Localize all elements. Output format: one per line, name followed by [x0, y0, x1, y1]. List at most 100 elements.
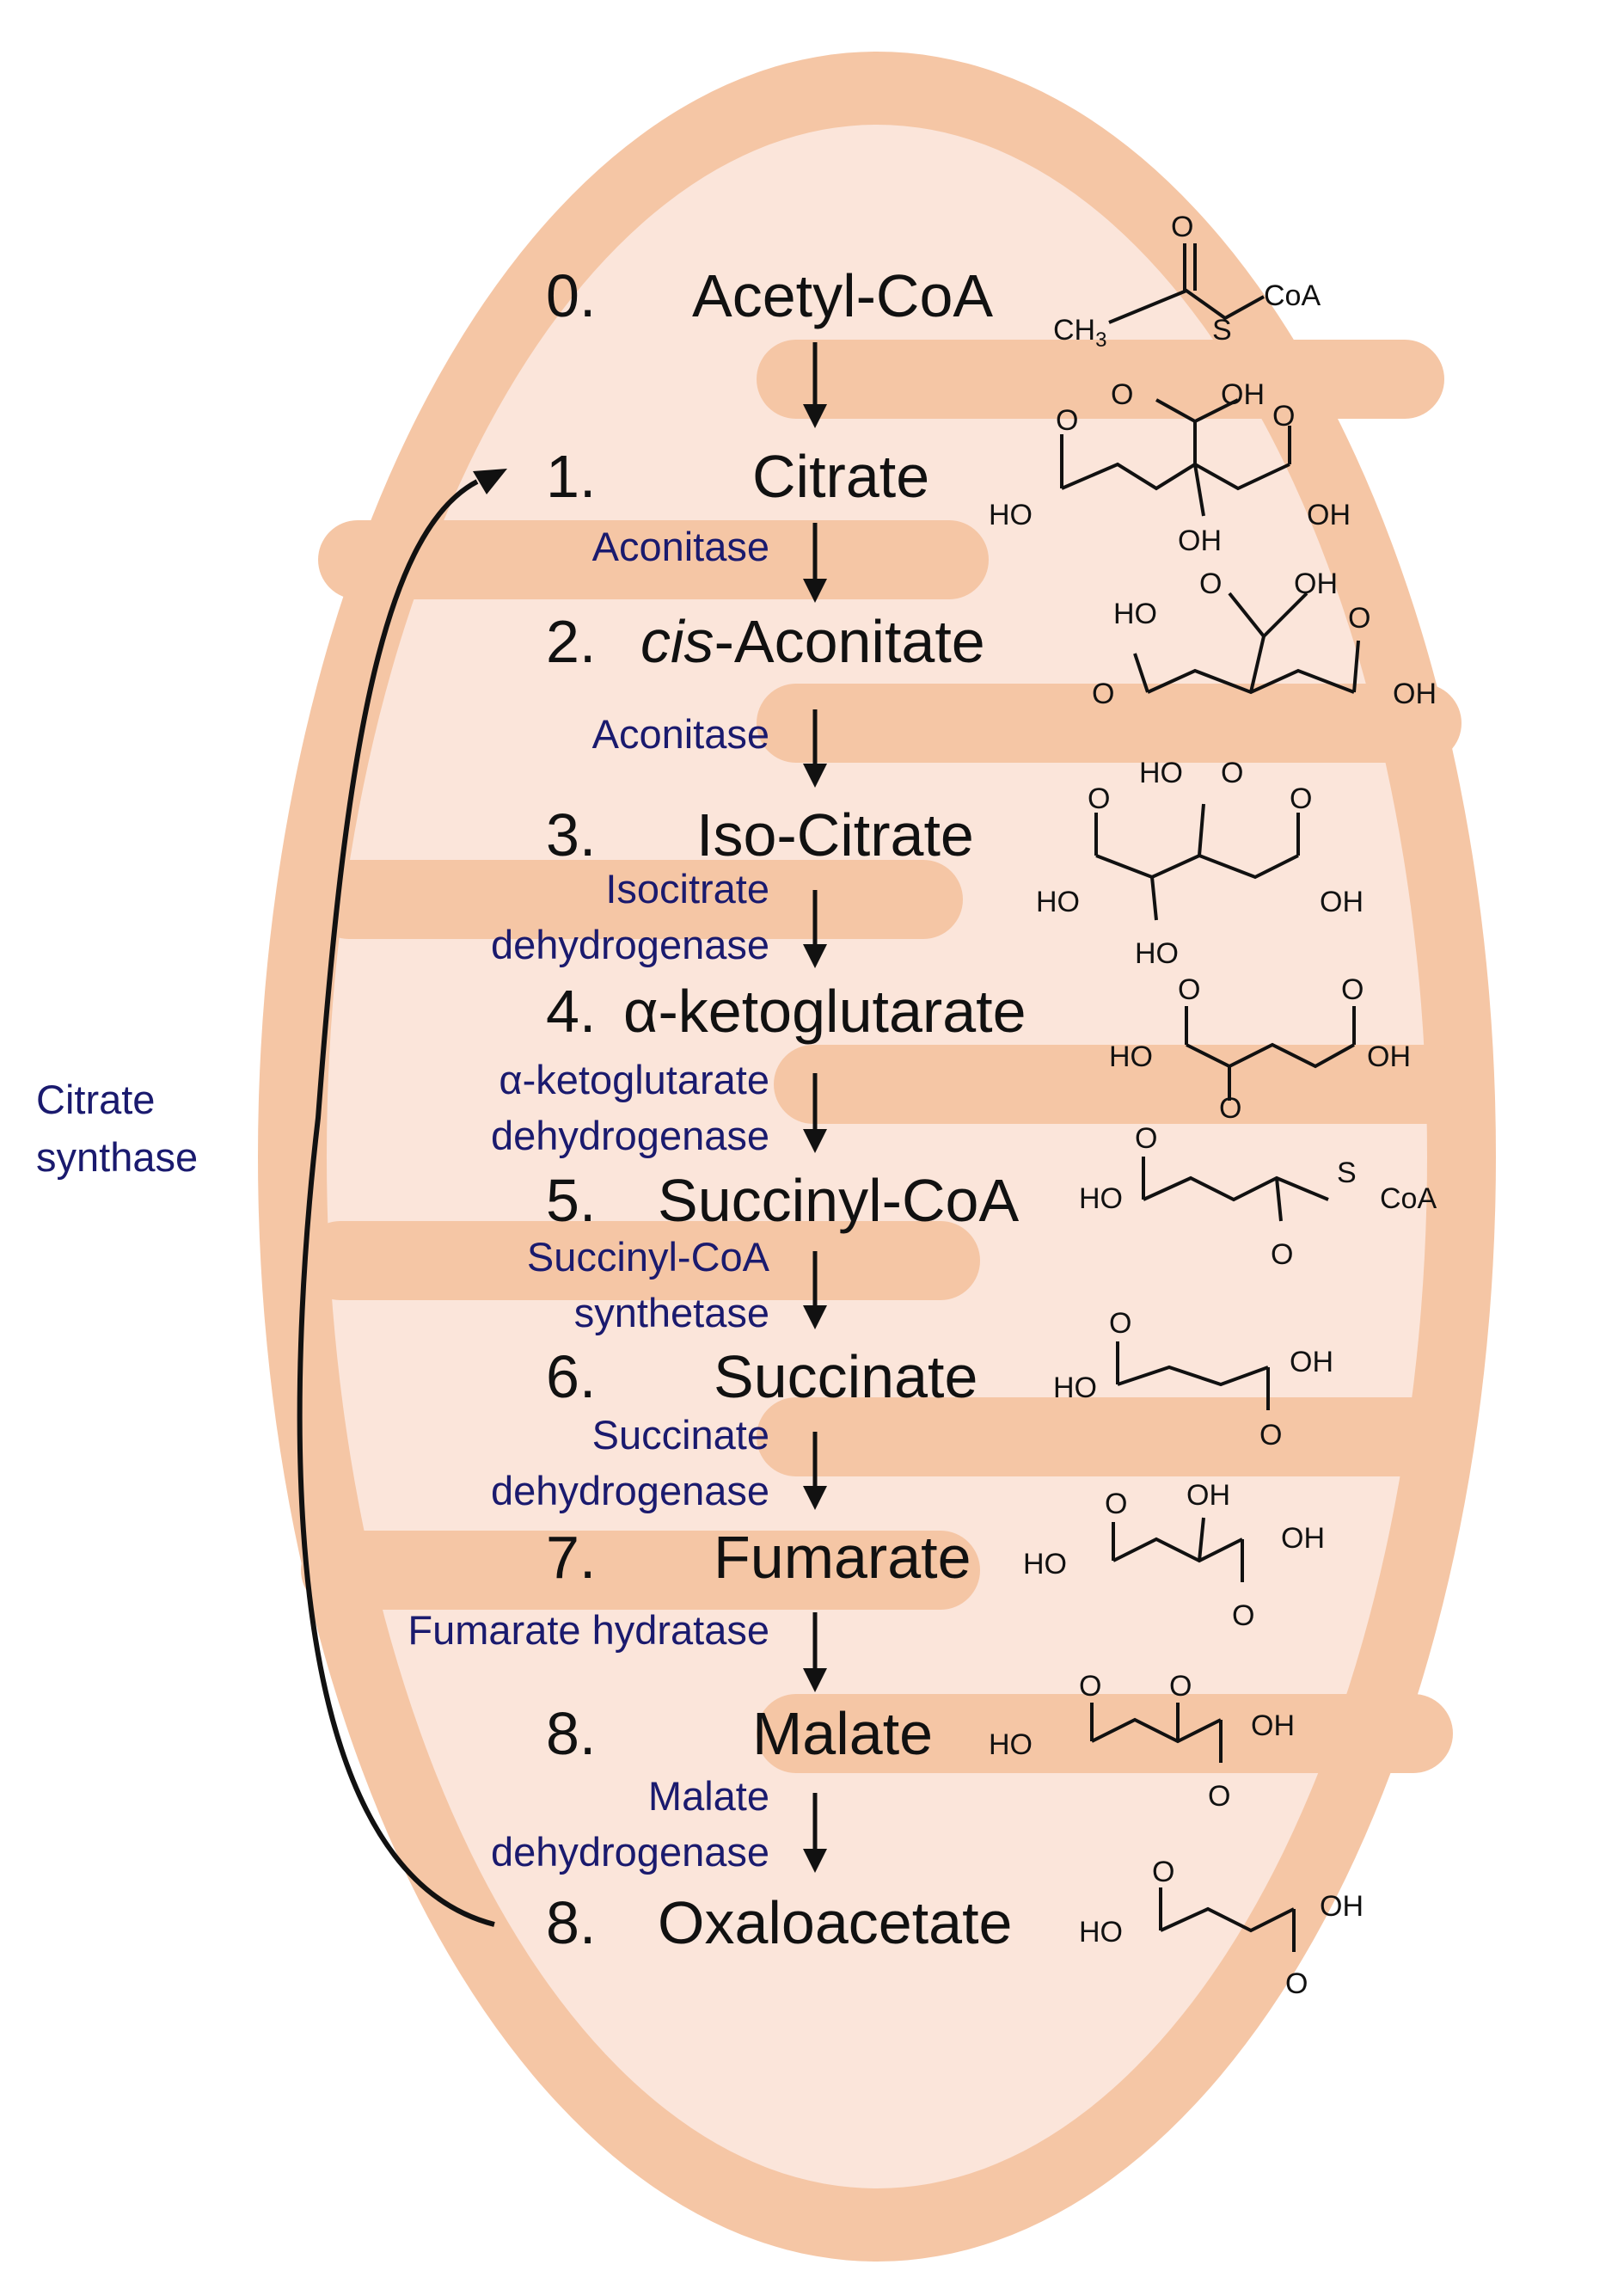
step-4-name: α-ketoglutarate — [623, 978, 1026, 1045]
step-0-number: 0. — [546, 262, 596, 329]
svg-text:OH: OH — [1178, 525, 1222, 557]
step-0-name: Acetyl-CoA — [692, 262, 993, 329]
citrate-synthase-label: Citrate synthase — [36, 1077, 198, 1180]
enzyme-isocitrate-dh-line2: dehydrogenase — [491, 922, 769, 967]
step-5-name: Succinyl-CoA — [658, 1167, 1019, 1234]
cycle-arrow — [297, 469, 507, 1927]
structure-oxaloacetate: O HO OH O — [1079, 1856, 1364, 2000]
svg-text:O: O — [1111, 378, 1133, 411]
structure-cis-aconitate: HO O O OH O OH — [1092, 568, 1437, 710]
svg-text:HO: HO — [1135, 937, 1179, 970]
svg-text:HO: HO — [1036, 886, 1080, 918]
structure-succinyl-coa: O HO S CoA O — [1079, 1122, 1437, 1271]
svg-text:O: O — [1109, 1307, 1131, 1340]
step-7-number: 7. — [546, 1524, 596, 1591]
enzyme-succinate-dh-line2: dehydrogenase — [491, 1468, 769, 1513]
svg-text:OH: OH — [1290, 1346, 1333, 1378]
arrow-3-4 — [803, 890, 827, 968]
enzyme-aconitase-2: Aconitase — [592, 711, 769, 757]
svg-text:HO: HO — [989, 1728, 1033, 1761]
svg-text:O: O — [1105, 1488, 1127, 1520]
svg-text:OH: OH — [1320, 1890, 1364, 1923]
arrow-6-7 — [803, 1432, 827, 1510]
enzyme-succinyl-coa-synthetase-line2: synthetase — [574, 1290, 769, 1335]
step-5-number: 5. — [546, 1167, 596, 1234]
enzyme-isocitrate-dh-line1: Isocitrate — [605, 866, 769, 911]
svg-text:OH: OH — [1367, 1040, 1411, 1073]
step-labels: 0. Acetyl-CoA 1. Citrate 2. cis-Aconitat… — [546, 262, 1026, 1956]
svg-text:HO: HO — [1023, 1548, 1067, 1580]
svg-text:O: O — [1135, 1122, 1157, 1155]
step-3-number: 3. — [546, 801, 596, 868]
svg-text:O: O — [1219, 1092, 1241, 1125]
svg-text:CH3: CH3 — [1053, 314, 1106, 352]
svg-text:O: O — [1272, 400, 1295, 433]
svg-text:HO: HO — [1139, 757, 1183, 789]
svg-text:O: O — [1208, 1780, 1230, 1813]
svg-text:O: O — [1079, 1670, 1101, 1703]
step-9-name: Oxaloacetate — [658, 1889, 1012, 1956]
structure-fumarate: O OH HO OH O — [1023, 1479, 1325, 1632]
svg-text:HO: HO — [989, 499, 1033, 531]
step-7-name: Fumarate — [714, 1524, 971, 1591]
svg-text:OH: OH — [1307, 499, 1351, 531]
arrow-5-6 — [803, 1251, 827, 1329]
enzyme-succinyl-coa-synthetase-line1: Succinyl-CoA — [527, 1234, 770, 1280]
arrow-8-9 — [803, 1793, 827, 1873]
svg-text:HO: HO — [1053, 1372, 1097, 1404]
step-2-number: 2. — [546, 608, 596, 675]
enzyme-akg-dh-line1: α-ketoglutarate — [499, 1057, 769, 1102]
structure-citrate: O HO O OH O OH OH — [989, 378, 1351, 557]
arrow-2-3 — [803, 709, 827, 788]
svg-text:OH: OH — [1320, 886, 1364, 918]
step-2-name-italic: cis — [640, 608, 714, 675]
structure-succinate: O HO OH O — [1053, 1307, 1333, 1452]
svg-text:O: O — [1171, 211, 1193, 243]
svg-text:O: O — [1271, 1238, 1293, 1271]
step-arrows — [803, 342, 827, 1873]
svg-text:O: O — [1341, 973, 1364, 1006]
svg-text:HO: HO — [1079, 1916, 1123, 1949]
structure-iso-citrate: HO O O O HO OH HO — [1036, 757, 1364, 970]
svg-text:O: O — [1169, 1670, 1192, 1703]
step-8-name: Malate — [752, 1700, 933, 1767]
step-1-name: Citrate — [752, 443, 929, 510]
arrow-0-1 — [803, 342, 827, 428]
svg-text:HO: HO — [1109, 1040, 1153, 1073]
svg-text:HO: HO — [1079, 1182, 1123, 1215]
enzyme-citrate-synthase-line1: Citrate — [36, 1077, 155, 1122]
step-8-number: 8. — [546, 1700, 596, 1767]
enzyme-fumarate-hydratase: Fumarate hydratase — [408, 1607, 769, 1653]
svg-text:O: O — [1178, 973, 1200, 1006]
structure-malate: O O HO OH O — [989, 1670, 1295, 1813]
svg-text:OH: OH — [1393, 678, 1437, 710]
svg-text:O: O — [1290, 783, 1312, 815]
enzyme-malate-dh-line2: dehydrogenase — [491, 1829, 769, 1875]
svg-text:HO: HO — [1113, 598, 1157, 630]
svg-text:O: O — [1199, 568, 1222, 600]
step-1-number: 1. — [546, 443, 596, 510]
step-9-number: 8. — [546, 1889, 596, 1956]
svg-text:OH: OH — [1251, 1709, 1295, 1742]
svg-text:O: O — [1088, 783, 1110, 815]
svg-text:O: O — [1232, 1599, 1254, 1632]
arrow-7-8 — [803, 1612, 827, 1692]
step-4-number: 4. — [546, 978, 596, 1045]
svg-text:S: S — [1212, 314, 1232, 347]
step-2-name: cis-Aconitate — [640, 608, 985, 675]
svg-text:CoA: CoA — [1380, 1182, 1437, 1215]
step-6-number: 6. — [546, 1343, 596, 1410]
enzyme-malate-dh-line1: Malate — [648, 1773, 769, 1819]
svg-text:O: O — [1348, 602, 1370, 635]
svg-text:O: O — [1259, 1419, 1282, 1452]
arrow-1-2 — [803, 523, 827, 603]
structure-acetyl-coa: O CH3 S CoA — [1053, 211, 1321, 352]
svg-text:O: O — [1221, 757, 1243, 789]
mitochondrion-matrix — [327, 125, 1427, 2188]
svg-text:OH: OH — [1281, 1522, 1325, 1555]
svg-text:CoA: CoA — [1264, 279, 1321, 312]
step-2-name-rest: -Aconitate — [714, 608, 985, 675]
enzyme-citrate-synthase-line2: synthase — [36, 1134, 198, 1180]
svg-text:S: S — [1337, 1157, 1357, 1189]
